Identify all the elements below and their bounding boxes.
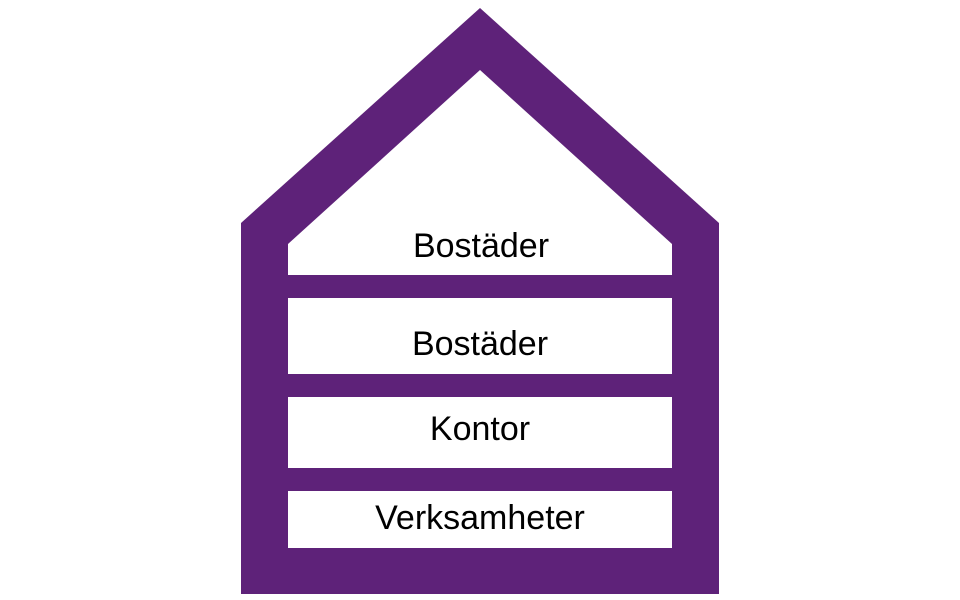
- floor-middle: [288, 397, 672, 468]
- floor-label-upper: Bostäder: [412, 325, 548, 363]
- floor-upper: [288, 298, 672, 374]
- floor-label-attic: Bostäder: [413, 227, 549, 265]
- floor-ground: [288, 491, 672, 548]
- floor-attic: [288, 70, 672, 275]
- floor-label-ground: Verksamheter: [375, 499, 585, 537]
- floor-label-middle: Kontor: [430, 410, 530, 448]
